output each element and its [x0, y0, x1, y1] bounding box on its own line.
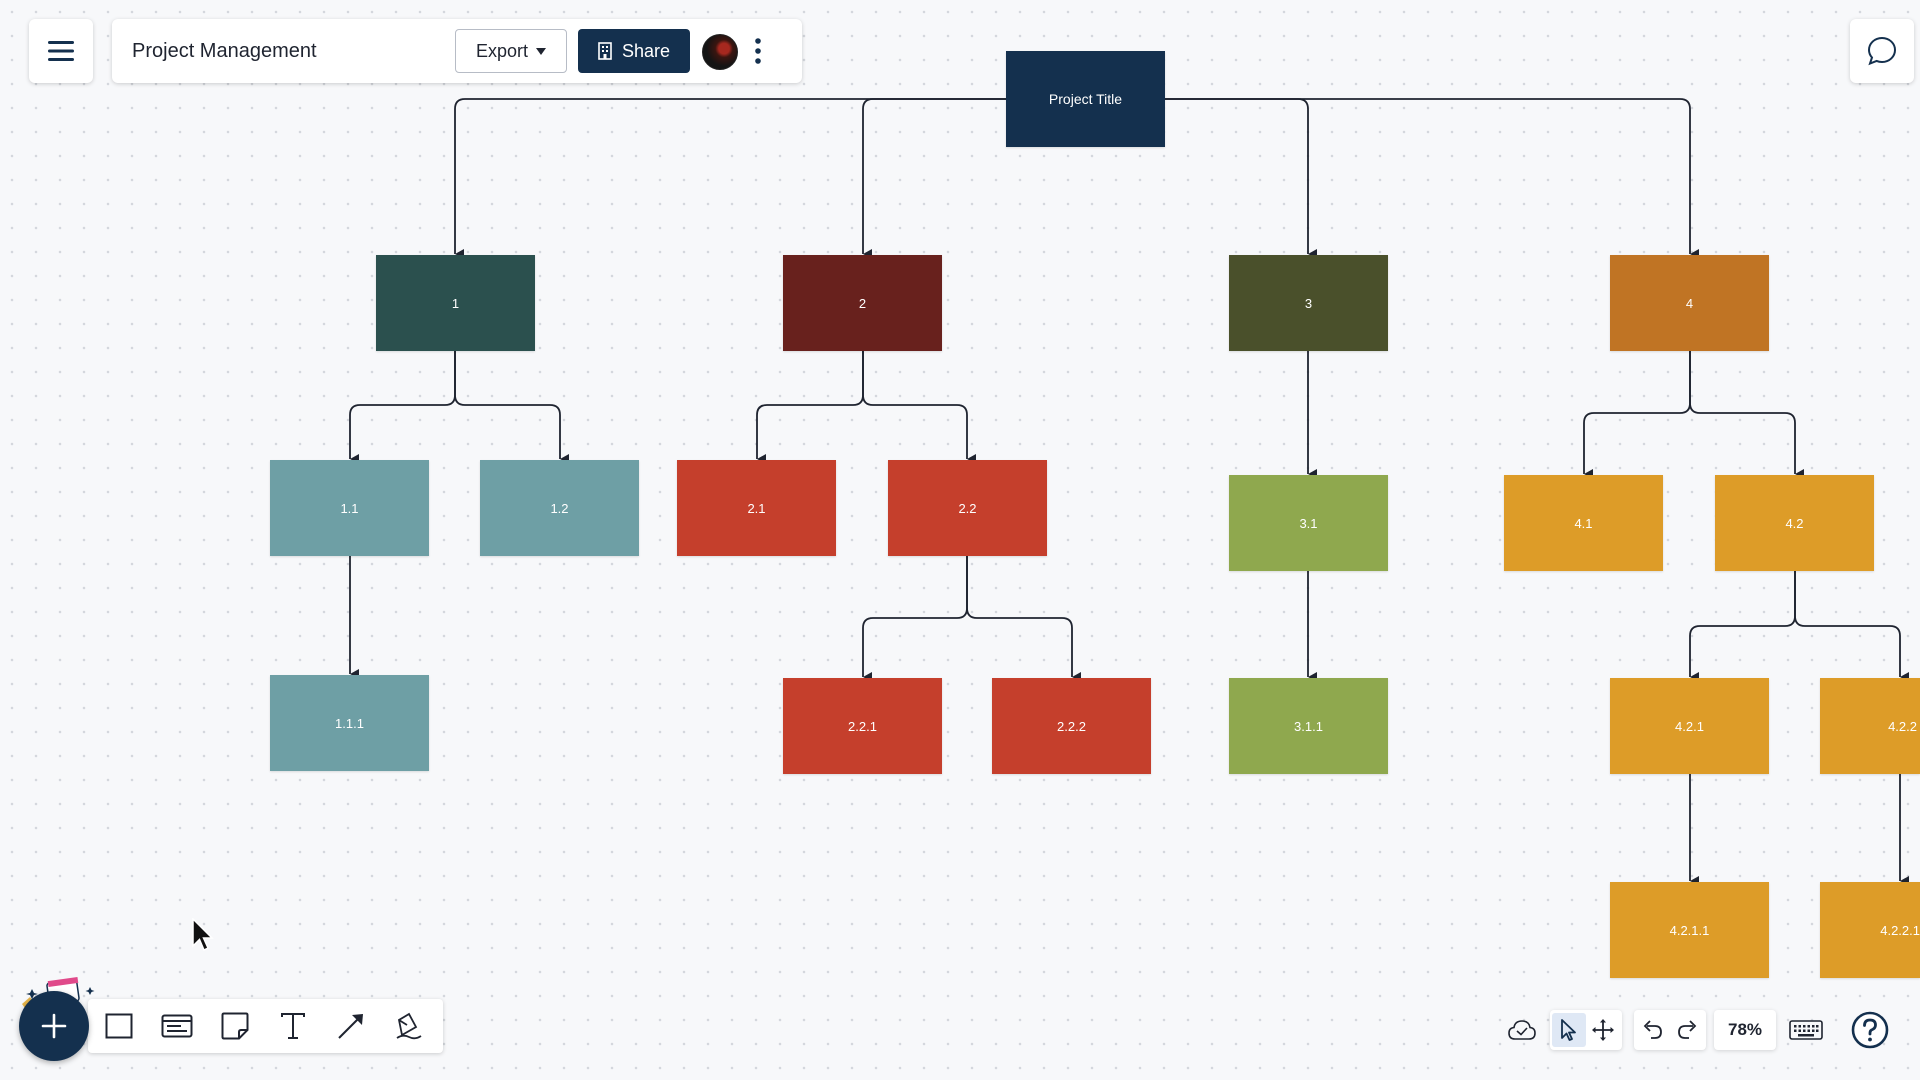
undo-button[interactable]: [1636, 1013, 1670, 1047]
node-4-2-2[interactable]: 4.2.2: [1820, 678, 1920, 774]
hamburger-icon: [48, 41, 74, 61]
node-4-2-2-1[interactable]: 4.2.2.1: [1820, 882, 1920, 978]
pen-icon: [396, 1012, 422, 1040]
connector-22-222: [966, 556, 1081, 682]
pen-tool[interactable]: [390, 1007, 428, 1045]
selection-mode-group: [1550, 1010, 1622, 1050]
node-2-2[interactable]: 2.2: [888, 460, 1047, 556]
node-4-2[interactable]: 4.2: [1715, 475, 1874, 571]
keyboard-shortcuts-button[interactable]: [1789, 1013, 1823, 1047]
rectangle-icon: [105, 1013, 133, 1039]
arrow-tool[interactable]: [332, 1007, 370, 1045]
document-header: Project Management Export Share: [112, 19, 802, 83]
node-3-1[interactable]: 3.1: [1229, 475, 1388, 571]
connector-1-12: [454, 351, 569, 464]
caret-down-icon: [536, 47, 547, 55]
user-avatar[interactable]: [702, 34, 738, 70]
connector-4-41: [1583, 351, 1691, 479]
text-icon: [281, 1013, 305, 1039]
more-options-button[interactable]: [748, 31, 768, 71]
share-button[interactable]: Share: [578, 29, 690, 73]
connector-root-3: [1165, 98, 1317, 259]
node-1-1[interactable]: 1.1: [270, 460, 429, 556]
node-3-1-1[interactable]: 3.1.1: [1229, 678, 1388, 774]
kebab-menu-icon: [755, 38, 761, 64]
cloud-save-status[interactable]: [1505, 1013, 1539, 1047]
share-label: Share: [621, 40, 671, 61]
connector-22-221: [862, 556, 968, 682]
connector-4-42: [1689, 351, 1804, 479]
help-question-icon: [1851, 1011, 1889, 1049]
connector-42-422: [1794, 571, 1909, 682]
document-title[interactable]: Project Management: [132, 40, 317, 62]
plus-icon: [41, 1013, 67, 1039]
undo-icon: [1643, 1020, 1662, 1039]
node-2[interactable]: 2: [783, 255, 942, 351]
chat-bubble-icon: [1867, 36, 1897, 66]
cloud-check-icon: [1508, 1020, 1536, 1040]
connector-root-1: [454, 98, 1006, 259]
keyboard-icon: [1789, 1020, 1823, 1040]
history-group: [1634, 1010, 1706, 1050]
connector-42-421: [1689, 571, 1796, 682]
main-menu-button[interactable]: [29, 19, 93, 83]
connector-2-22: [862, 351, 976, 464]
export-label: Export: [475, 40, 529, 61]
node-4[interactable]: 4: [1610, 255, 1769, 351]
arrow-icon: [338, 1014, 363, 1039]
connector-2-21: [756, 351, 864, 464]
text-tool[interactable]: [274, 1007, 312, 1045]
sticky-note-tool[interactable]: [216, 1007, 254, 1045]
zoom-level[interactable]: 78%: [1714, 1010, 1776, 1050]
node-1-2[interactable]: 1.2: [480, 460, 639, 556]
node-3[interactable]: 3: [1229, 255, 1388, 351]
comments-button[interactable]: [1850, 19, 1914, 83]
sticky-note-icon: [221, 1012, 249, 1040]
node-1-1-1[interactable]: 1.1.1: [270, 675, 429, 771]
select-tool[interactable]: [1552, 1013, 1586, 1047]
help-button[interactable]: [1850, 1010, 1890, 1050]
export-button[interactable]: Export: [455, 29, 567, 73]
connector-root-4: [1165, 98, 1699, 259]
node-1[interactable]: 1: [376, 255, 535, 351]
node-2-2-2[interactable]: 2.2.2: [992, 678, 1151, 774]
node-4-2-1[interactable]: 4.2.1: [1610, 678, 1769, 774]
connector-1-11: [349, 351, 456, 464]
card-icon: [161, 1014, 193, 1038]
mouse-cursor-icon: [192, 918, 214, 952]
node-2-1[interactable]: 2.1: [677, 460, 836, 556]
share-building-icon: [598, 42, 612, 60]
node-4-2-1-1[interactable]: 4.2.1.1: [1610, 882, 1769, 978]
add-shape-button[interactable]: [19, 991, 89, 1061]
node-project-title[interactable]: Project Title: [1006, 51, 1165, 147]
move-icon: [1592, 1019, 1614, 1041]
shape-toolbar: [88, 999, 443, 1053]
connector-root-2: [862, 98, 1006, 259]
card-tool[interactable]: [158, 1007, 196, 1045]
pointer-icon: [1561, 1019, 1576, 1041]
node-4-1[interactable]: 4.1: [1504, 475, 1663, 571]
pan-tool[interactable]: [1586, 1013, 1620, 1047]
redo-button[interactable]: [1670, 1013, 1704, 1047]
rectangle-tool[interactable]: [100, 1007, 138, 1045]
redo-icon: [1678, 1020, 1697, 1039]
node-2-2-1[interactable]: 2.2.1: [783, 678, 942, 774]
